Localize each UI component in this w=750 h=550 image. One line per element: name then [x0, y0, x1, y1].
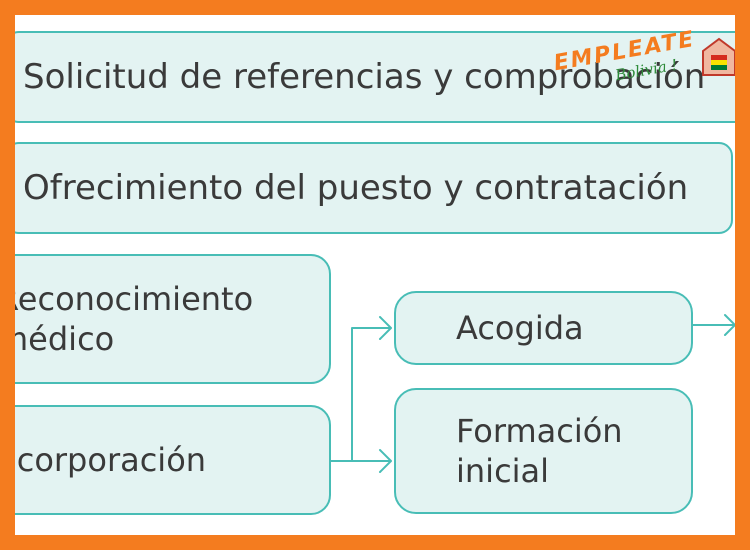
step-incorporacion-label: Incorporación	[15, 441, 207, 479]
step-ofrecimiento-puesto: Ofrecimiento del puesto y contratación	[15, 142, 733, 234]
step-formacion-inicial-line2: inicial	[456, 452, 550, 490]
step-solicitud-referencias-label: Solicitud de referencias y comprobación	[23, 57, 706, 97]
step-reconocimiento-medico-line1: Reconocimiento	[15, 280, 254, 318]
step-solicitud-referencias: Solicitud de referencias y comprobación	[15, 31, 735, 123]
step-formacion-inicial: Formación inicial	[394, 388, 693, 514]
arrowhead-formacion	[379, 449, 392, 473]
arrowhead-acogida	[379, 316, 392, 340]
step-acogida: Acogida	[394, 291, 693, 365]
step-formacion-inicial-line1: Formación	[456, 412, 623, 450]
step-incorporacion: Incorporación	[15, 405, 331, 515]
empleate-bolivia-logo: EMPLEATE Bolivia !	[552, 27, 735, 93]
step-ofrecimiento-puesto-label: Ofrecimiento del puesto y contratación	[23, 168, 689, 208]
connector-split-line	[330, 327, 391, 462]
step-reconocimiento-medico-line2: médico	[15, 320, 115, 358]
step-acogida-label: Acogida	[456, 309, 584, 347]
arrowhead-acogida-out	[724, 314, 735, 336]
step-reconocimiento-medico: Reconocimiento médico	[15, 254, 331, 384]
connector-arrows	[330, 314, 735, 473]
diagram-frame: Solicitud de referencias y comprobación …	[15, 15, 735, 535]
logo-house-icon	[702, 37, 735, 76]
